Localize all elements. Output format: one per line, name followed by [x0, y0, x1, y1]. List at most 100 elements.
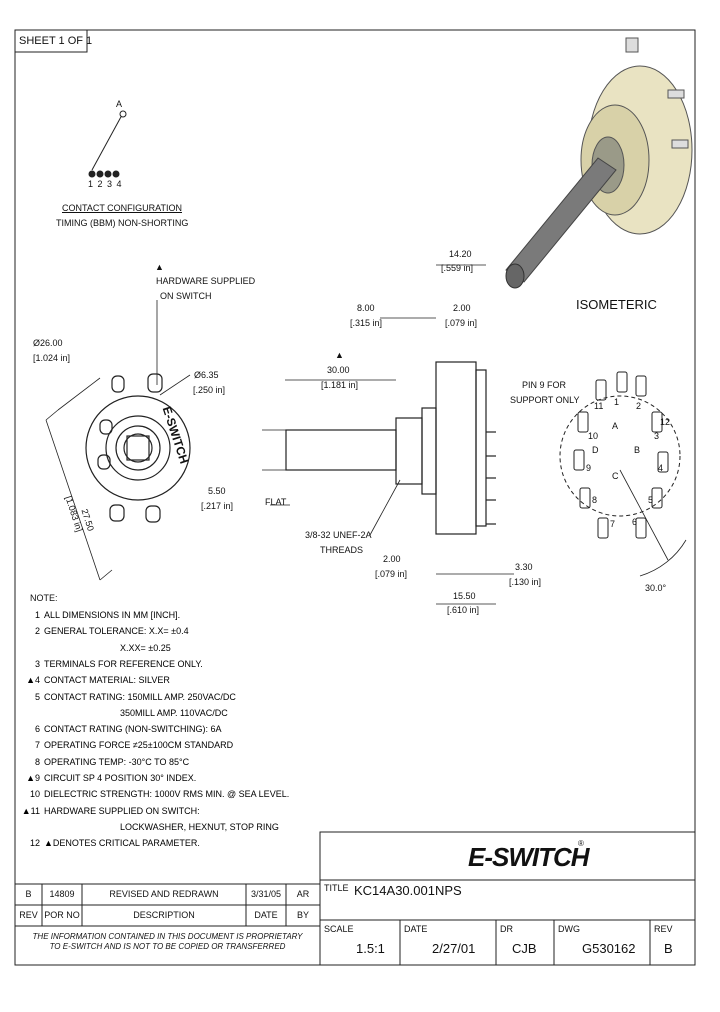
note-number: 3 — [34, 658, 40, 669]
dim-b-in: [.079 in] — [445, 318, 478, 328]
rear-pin-b: B — [634, 445, 641, 455]
isometric-view — [505, 37, 693, 289]
pin9-note-2: SUPPORT ONLY — [510, 395, 580, 405]
rev-head-rev: REV — [19, 910, 38, 920]
note-text: CONTACT RATING: 150MILL AMP. 250VAC/DC — [44, 691, 236, 702]
note-item: 8 OPERATING TEMP: -30°C TO 85°C — [18, 757, 189, 767]
note-text: HARDWARE SUPPLIED ON SWITCH: — [44, 805, 200, 816]
rear-pin-7: 7 — [610, 519, 616, 529]
logo-registered-mark: ® — [578, 839, 584, 848]
hardware-triangle: ▲ — [155, 262, 164, 272]
note-number: 12 — [29, 838, 40, 849]
thread-label-2: THREADS — [320, 545, 364, 555]
note-item: 10 DIELECTRIC STRENGTH: 1000V RMS MIN. @ … — [18, 789, 289, 799]
contact-timing-label: TIMING (BBM) NON-SHORTING — [56, 218, 189, 228]
thread-label-1: 3/8-32 UNEF-2A — [305, 530, 372, 540]
note-item: ▲9 CIRCUIT SP 4 POSITION 30° INDEX. — [18, 773, 196, 783]
rev-row-date: 3/31/05 — [250, 889, 282, 899]
dim-bush-in: [.315 in] — [350, 318, 383, 328]
note-item: X.XX= ±0.25 — [18, 643, 171, 653]
note-item: 5 CONTACT RATING: 150MILL AMP. 250VAC/DC — [18, 692, 236, 702]
note-number: 7 — [34, 740, 40, 751]
date-value: 2/27/01 — [432, 941, 476, 956]
rev-head-date: DATE — [254, 910, 278, 920]
dim-bot-b-mm: 15.50 — [453, 591, 476, 601]
rev-head-desc: DESCRIPTION — [133, 910, 195, 920]
rev-label: REV — [654, 924, 673, 934]
note-text: DIELECTRIC STRENGTH: 1000V RMS MIN. @ SE… — [44, 789, 290, 800]
title-label: TITLE — [324, 883, 349, 893]
scale-label: SCALE — [324, 924, 354, 934]
note-number: 1 — [34, 610, 40, 620]
note-number: 6 — [34, 724, 40, 735]
contact-pins-label: 1 2 3 4 — [88, 179, 123, 189]
flat-label: FLAT — [265, 497, 287, 507]
note-number: 5 — [34, 691, 40, 702]
note-text: CONTACT MATERIAL: SILVER — [44, 675, 170, 686]
sheet-label-box — [14, 29, 88, 53]
proprietary-line-1: THE INFORMATION CONTAINED IN THIS DOCUME… — [32, 932, 303, 941]
note-number: 8 — [34, 756, 40, 767]
rear-pin-9: 9 — [586, 463, 592, 473]
note-number: ▲4 — [26, 675, 40, 686]
notes-heading: NOTE: — [30, 593, 58, 603]
rev-row-desc: REVISED AND REDRAWN — [109, 889, 219, 899]
rev-row-rev: B — [25, 889, 32, 899]
note-number: ▲11 — [21, 805, 40, 816]
dim-shaft-in: [1.181 in] — [321, 380, 359, 390]
note-number: ▲9 — [26, 773, 40, 783]
rev-head-por: POR NO — [44, 910, 80, 920]
lead-label: A — [116, 99, 123, 109]
note-text: GENERAL TOLERANCE: X.X= ±0.4 — [44, 626, 189, 637]
note-text: OPERATING TEMP: -30°C TO 85°C — [44, 756, 190, 767]
sheet-label: SHEET 1 OF 1 — [19, 35, 93, 47]
rear-view — [559, 371, 687, 577]
rear-pin-d: D — [592, 445, 599, 455]
dim-shaft-mm: 30.00 — [327, 365, 350, 375]
note-text: CIRCUIT SP 4 POSITION 30° INDEX. — [44, 773, 197, 783]
contact-config-diagram — [88, 110, 127, 178]
dim-total-in: [.559 in] — [441, 263, 474, 273]
dim-total-mm: 14.20 — [449, 249, 472, 259]
rev-head-by: BY — [296, 910, 309, 920]
note-item: ▲4 CONTACT MATERIAL: SILVER — [18, 675, 170, 685]
isometric-label: ISOMETERIC — [576, 297, 657, 312]
side-view — [262, 264, 514, 605]
note-text: CONTACT RATING (NON-SWITCHING): 6A — [44, 724, 222, 735]
rear-pin-a: A — [612, 421, 619, 431]
drawn-by-label: DR — [500, 924, 513, 934]
dim-flat-in: [.217 in] — [201, 501, 234, 511]
scale-value: 1.5:1 — [356, 941, 385, 956]
rear-pin-1: 1 — [614, 397, 620, 407]
outer-dia-mm: Ø26.00 — [33, 338, 63, 348]
note-number: 10 — [29, 789, 40, 800]
rear-pin-8: 8 — [592, 495, 598, 505]
dim-b-mm: 2.00 — [453, 303, 471, 313]
note-number: 2 — [34, 626, 40, 637]
rear-pin-3: 3 — [654, 431, 660, 441]
note-item: 12▲DENOTES CRITICAL PARAMETER. — [18, 838, 200, 848]
rev-value: B — [664, 941, 673, 956]
rear-pin-11: 11 — [594, 401, 604, 411]
rev-row-por: 14809 — [49, 889, 75, 899]
company-logo: E-SWITCH — [468, 842, 590, 872]
outer-dia-in: [1.024 in] — [33, 353, 71, 363]
note-item: 6 CONTACT RATING (NON-SWITCHING): 6A — [18, 724, 222, 734]
rear-pin-10: 10 — [588, 431, 599, 441]
note-item: 2 GENERAL TOLERANCE: X.X= ±0.4 — [18, 626, 189, 636]
drawn-by-value: CJB — [512, 941, 537, 956]
proprietary-line-2: TO E-SWITCH AND IS NOT TO BE COPIED OR T… — [49, 942, 286, 951]
dwg-label: DWG — [558, 924, 580, 934]
rear-pin-4: 4 — [658, 463, 664, 473]
date-label: DATE — [404, 924, 428, 934]
dim-flat-mm: 5.50 — [208, 486, 226, 496]
note-text: 350MILL AMP. 110VAC/DC — [120, 707, 228, 718]
pin9-note-1: PIN 9 FOR — [522, 380, 567, 390]
note-item: 350MILL AMP. 110VAC/DC — [18, 708, 228, 718]
dwg-value: G530162 — [582, 941, 636, 956]
rear-pin-12: 12 — [660, 417, 671, 427]
